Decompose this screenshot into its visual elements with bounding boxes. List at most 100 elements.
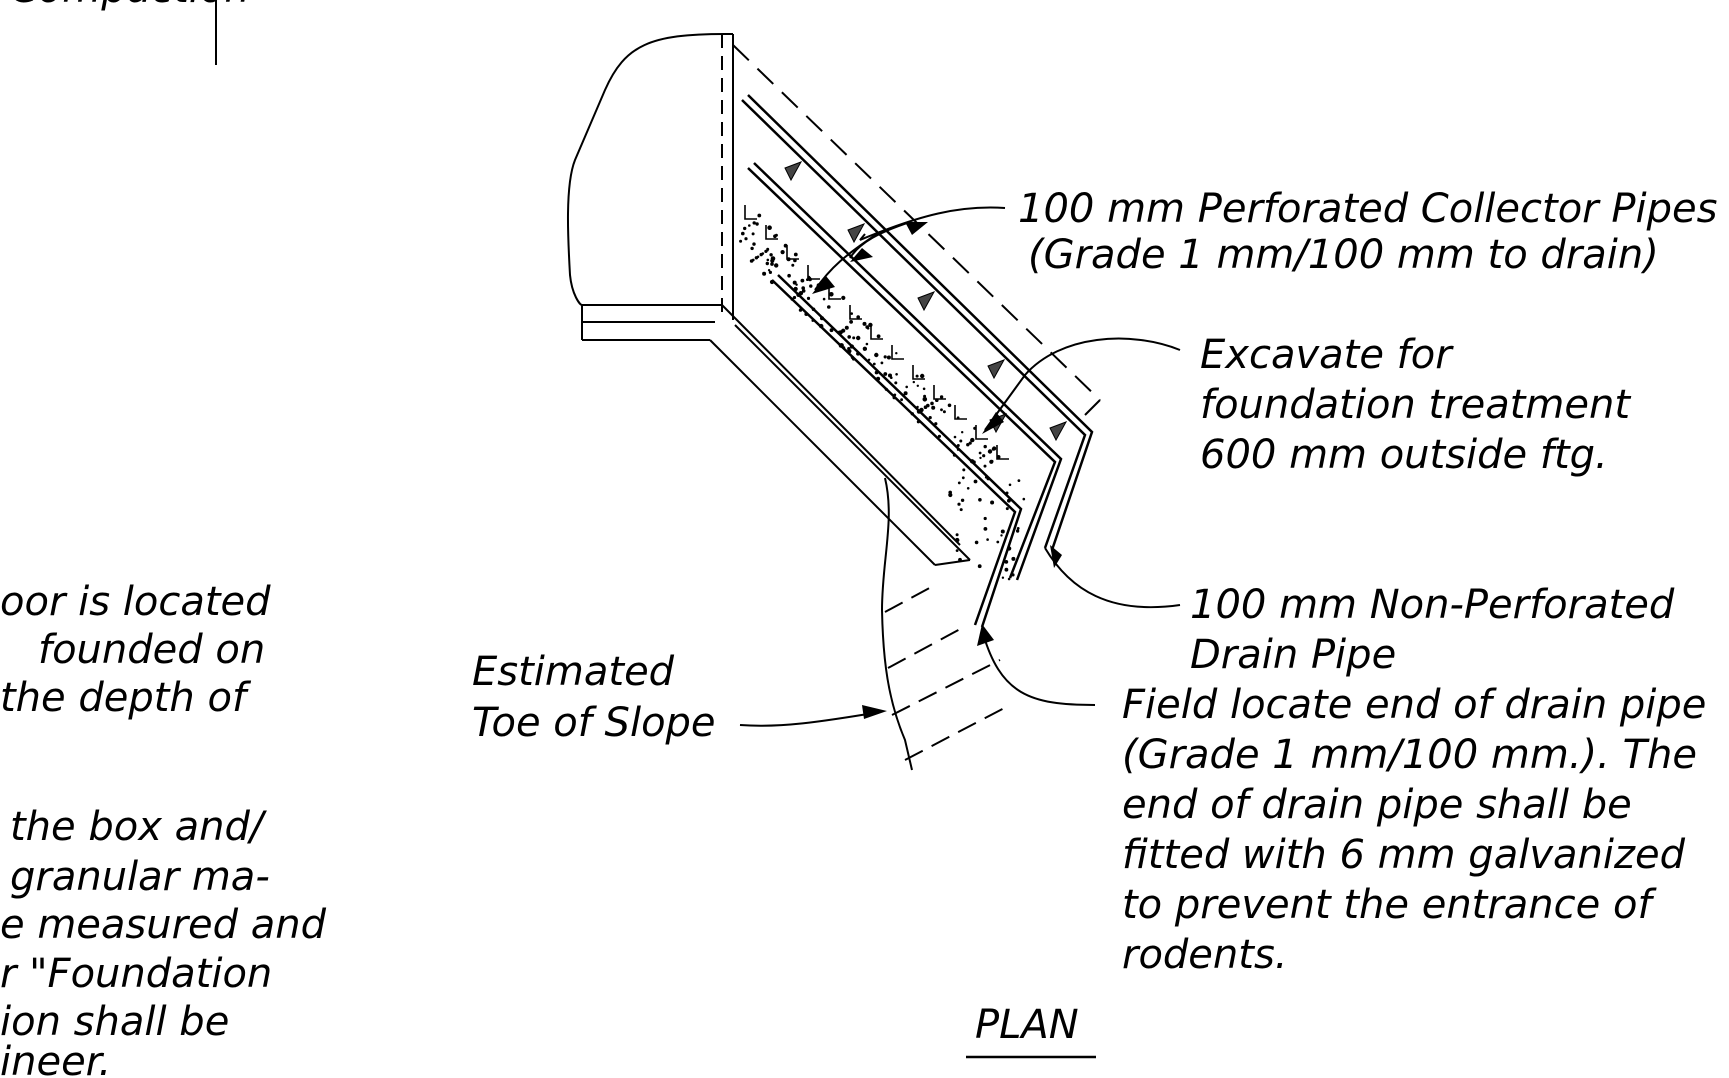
collector-pipe-1-b <box>747 94 1094 551</box>
hatch-tick <box>870 325 883 340</box>
gravel-dot <box>867 358 871 361</box>
gravel-dot <box>937 434 942 438</box>
gravel-dot <box>984 476 988 479</box>
arrowhead-collector-3 <box>812 276 835 294</box>
gravel-dot <box>751 232 755 236</box>
arrowhead-toe <box>862 705 887 719</box>
gravel-dot <box>942 410 946 414</box>
excavation-dash-end <box>1084 399 1101 416</box>
gravel-dot <box>863 347 867 351</box>
gravel-dot <box>770 258 775 263</box>
gravel-dot <box>766 249 769 252</box>
label-field-line1: Field locate end of drain pipe <box>1122 682 1706 728</box>
gravel-dot <box>961 476 965 480</box>
structure <box>566 33 971 566</box>
note-para2-line6: ineer. <box>0 1039 111 1078</box>
hatch-tick <box>828 285 841 300</box>
gravel-dot <box>990 500 995 505</box>
gravel-dot <box>930 401 934 406</box>
gravel-dot <box>956 444 960 447</box>
gravel-dot <box>982 454 986 458</box>
gravel-dot <box>767 269 771 272</box>
gravel-dot <box>801 286 805 290</box>
gravel-dot <box>819 323 824 329</box>
hatch-tick <box>765 225 778 240</box>
gravel-dot <box>798 308 803 312</box>
slope-hatch-3 <box>891 659 1001 716</box>
gravel-dot <box>744 237 748 241</box>
gravel-dot <box>922 387 926 391</box>
hatch-tick <box>954 405 967 420</box>
gravel-dot <box>991 447 995 451</box>
gravel-dot <box>792 280 797 285</box>
gravel-dot <box>874 370 879 375</box>
label-collector-line1: 100 mm Perforated Collector Pipes <box>1018 186 1717 232</box>
gravel-dot <box>806 296 811 300</box>
gravel-dot <box>983 516 987 521</box>
slope-hatch-1 <box>884 584 936 613</box>
gravel-dot <box>757 213 762 218</box>
gravel-dot <box>752 242 756 246</box>
gravel-dot <box>768 270 773 274</box>
gravel-dot <box>767 225 772 230</box>
gravel-dot <box>955 533 959 537</box>
gravel-dot <box>811 319 815 322</box>
gravel-dot <box>1005 507 1009 511</box>
gravel-dot <box>1000 534 1003 537</box>
gravel-dot <box>809 284 813 288</box>
wingwall-line-2 <box>709 339 936 566</box>
gravel-dot <box>787 273 791 278</box>
break-outline <box>566 33 726 322</box>
gravel-dot <box>850 312 853 315</box>
gravel-dot <box>973 479 978 484</box>
gravel-dot <box>903 391 908 396</box>
gravel-dot <box>959 439 963 443</box>
gravel-dot <box>910 412 914 416</box>
gravel-dot <box>872 362 876 366</box>
label-toe-line2: Toe of Slope <box>472 700 716 746</box>
gravel-dot <box>1004 560 1009 564</box>
gravel-dot <box>1000 529 1005 534</box>
gravel-dot <box>838 343 844 348</box>
gravel-dot <box>856 351 860 356</box>
gravel-dot <box>957 481 961 485</box>
filter-fabric-mark <box>847 223 866 244</box>
gravel-dot <box>939 395 944 399</box>
gravel-dot <box>919 407 924 413</box>
gravel-dot <box>761 252 765 255</box>
note-para1-line2: founded on <box>38 627 265 673</box>
gravel-dot <box>952 453 957 457</box>
label-field-line6: rodents. <box>1122 932 1288 978</box>
gravel-dot <box>895 373 898 376</box>
arrowhead-excavate <box>982 412 1004 434</box>
gravel-dot <box>793 252 798 257</box>
gravel-dot <box>987 449 993 454</box>
arrowhead-non-perforated <box>1050 545 1062 568</box>
gravel-dot <box>983 464 987 468</box>
arrowhead-collector-2 <box>850 248 873 262</box>
note-para2-line2: granular ma- <box>10 854 270 900</box>
gravel-dot <box>841 328 846 333</box>
label-field-line2: (Grade 1 mm/100 mm.). The <box>1122 732 1697 778</box>
gravel-dot <box>856 315 860 319</box>
gravel-dot <box>774 233 778 237</box>
collector-pipe-1-a <box>741 99 1087 549</box>
gravel-dot <box>811 307 816 312</box>
gravel-dot <box>883 372 888 376</box>
gravel-dot <box>966 487 970 490</box>
note-top-fragment: Compaction <box>10 0 250 12</box>
gravel-dot <box>827 305 831 309</box>
gravel-dot <box>765 261 769 266</box>
gravel-dot <box>920 373 925 379</box>
gravel-dot <box>820 316 824 321</box>
gravel-dot <box>883 355 887 359</box>
gravel-dot <box>990 459 994 463</box>
gravel-dot <box>1022 497 1026 501</box>
gravel-dot <box>960 498 965 502</box>
gravel-dot <box>774 263 779 268</box>
note-para2-line4: r "Foundation <box>0 951 272 997</box>
gravel-dot <box>1007 546 1012 551</box>
gravel-dot <box>923 394 927 398</box>
label-toe-line1: Estimated <box>472 649 675 695</box>
